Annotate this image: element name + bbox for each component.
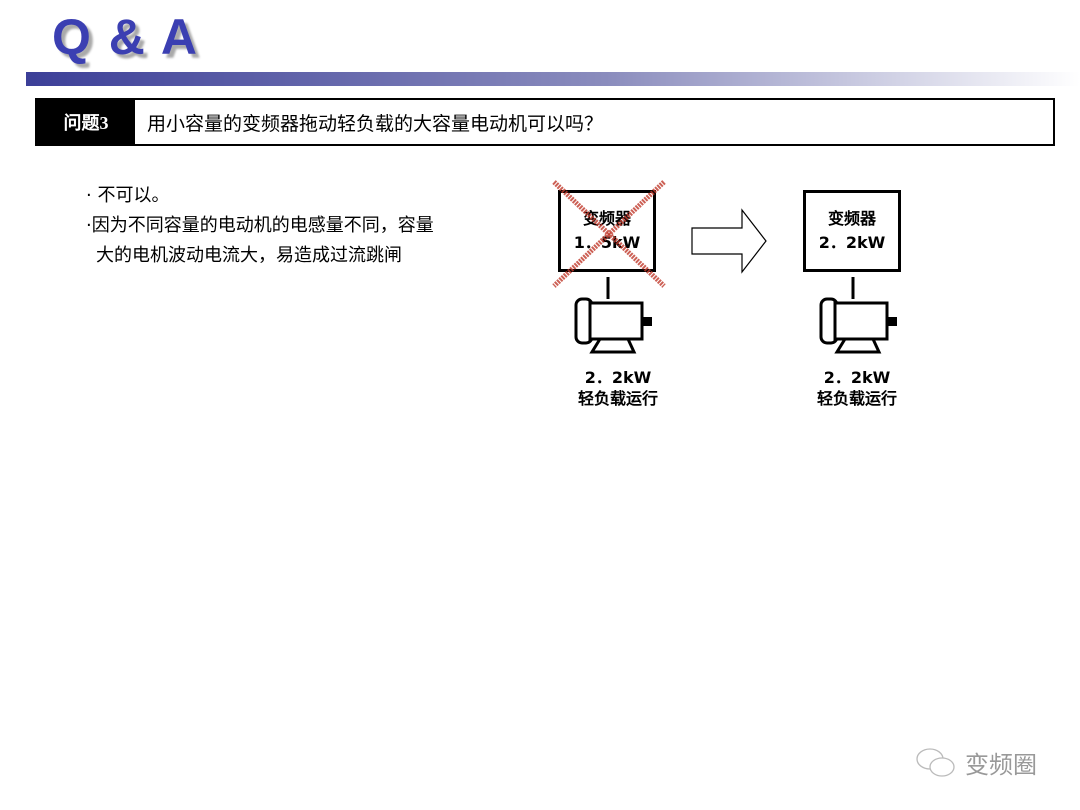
motor-power: 2．2kW xyxy=(823,368,891,387)
motor-state: 轻负载运行 xyxy=(816,389,897,408)
motor-state: 轻负载运行 xyxy=(577,389,658,408)
motor-icon xyxy=(574,277,652,354)
inverter-power: 2．2kW xyxy=(818,233,886,252)
wechat-icon xyxy=(916,747,955,777)
arrow-right-icon xyxy=(691,208,767,274)
inverter-power: 1．5kW xyxy=(573,233,641,252)
question-label: 问题3 xyxy=(37,100,135,144)
motor-icon xyxy=(819,277,897,354)
answer-bullet-1: · 不可以。 xyxy=(86,185,170,206)
answer-bullet-2: ·因为不同容量的电动机的电感量不同，容量 xyxy=(86,215,434,236)
inverter-box-large: 变频器 2．2kW xyxy=(803,190,901,272)
watermark: 变频圈 xyxy=(915,745,1037,780)
question-text: 用小容量的变频器拖动轻负载的大容量电动机可以吗？ xyxy=(147,112,604,135)
title-underline-bar xyxy=(26,72,1080,86)
answer-bullet-2-cont: 大的电机波动电流大，易造成过流跳闸 xyxy=(96,245,402,266)
inverter-name: 变频器 xyxy=(827,209,876,228)
motor-power: 2．2kW xyxy=(584,368,652,387)
cross-icon xyxy=(552,180,666,288)
watermark-text: 变频圈 xyxy=(965,751,1037,779)
page-title: Q & A xyxy=(52,9,200,65)
question-box: 问题3 用小容量的变频器拖动轻负载的大容量电动机可以吗？ xyxy=(35,98,1055,146)
